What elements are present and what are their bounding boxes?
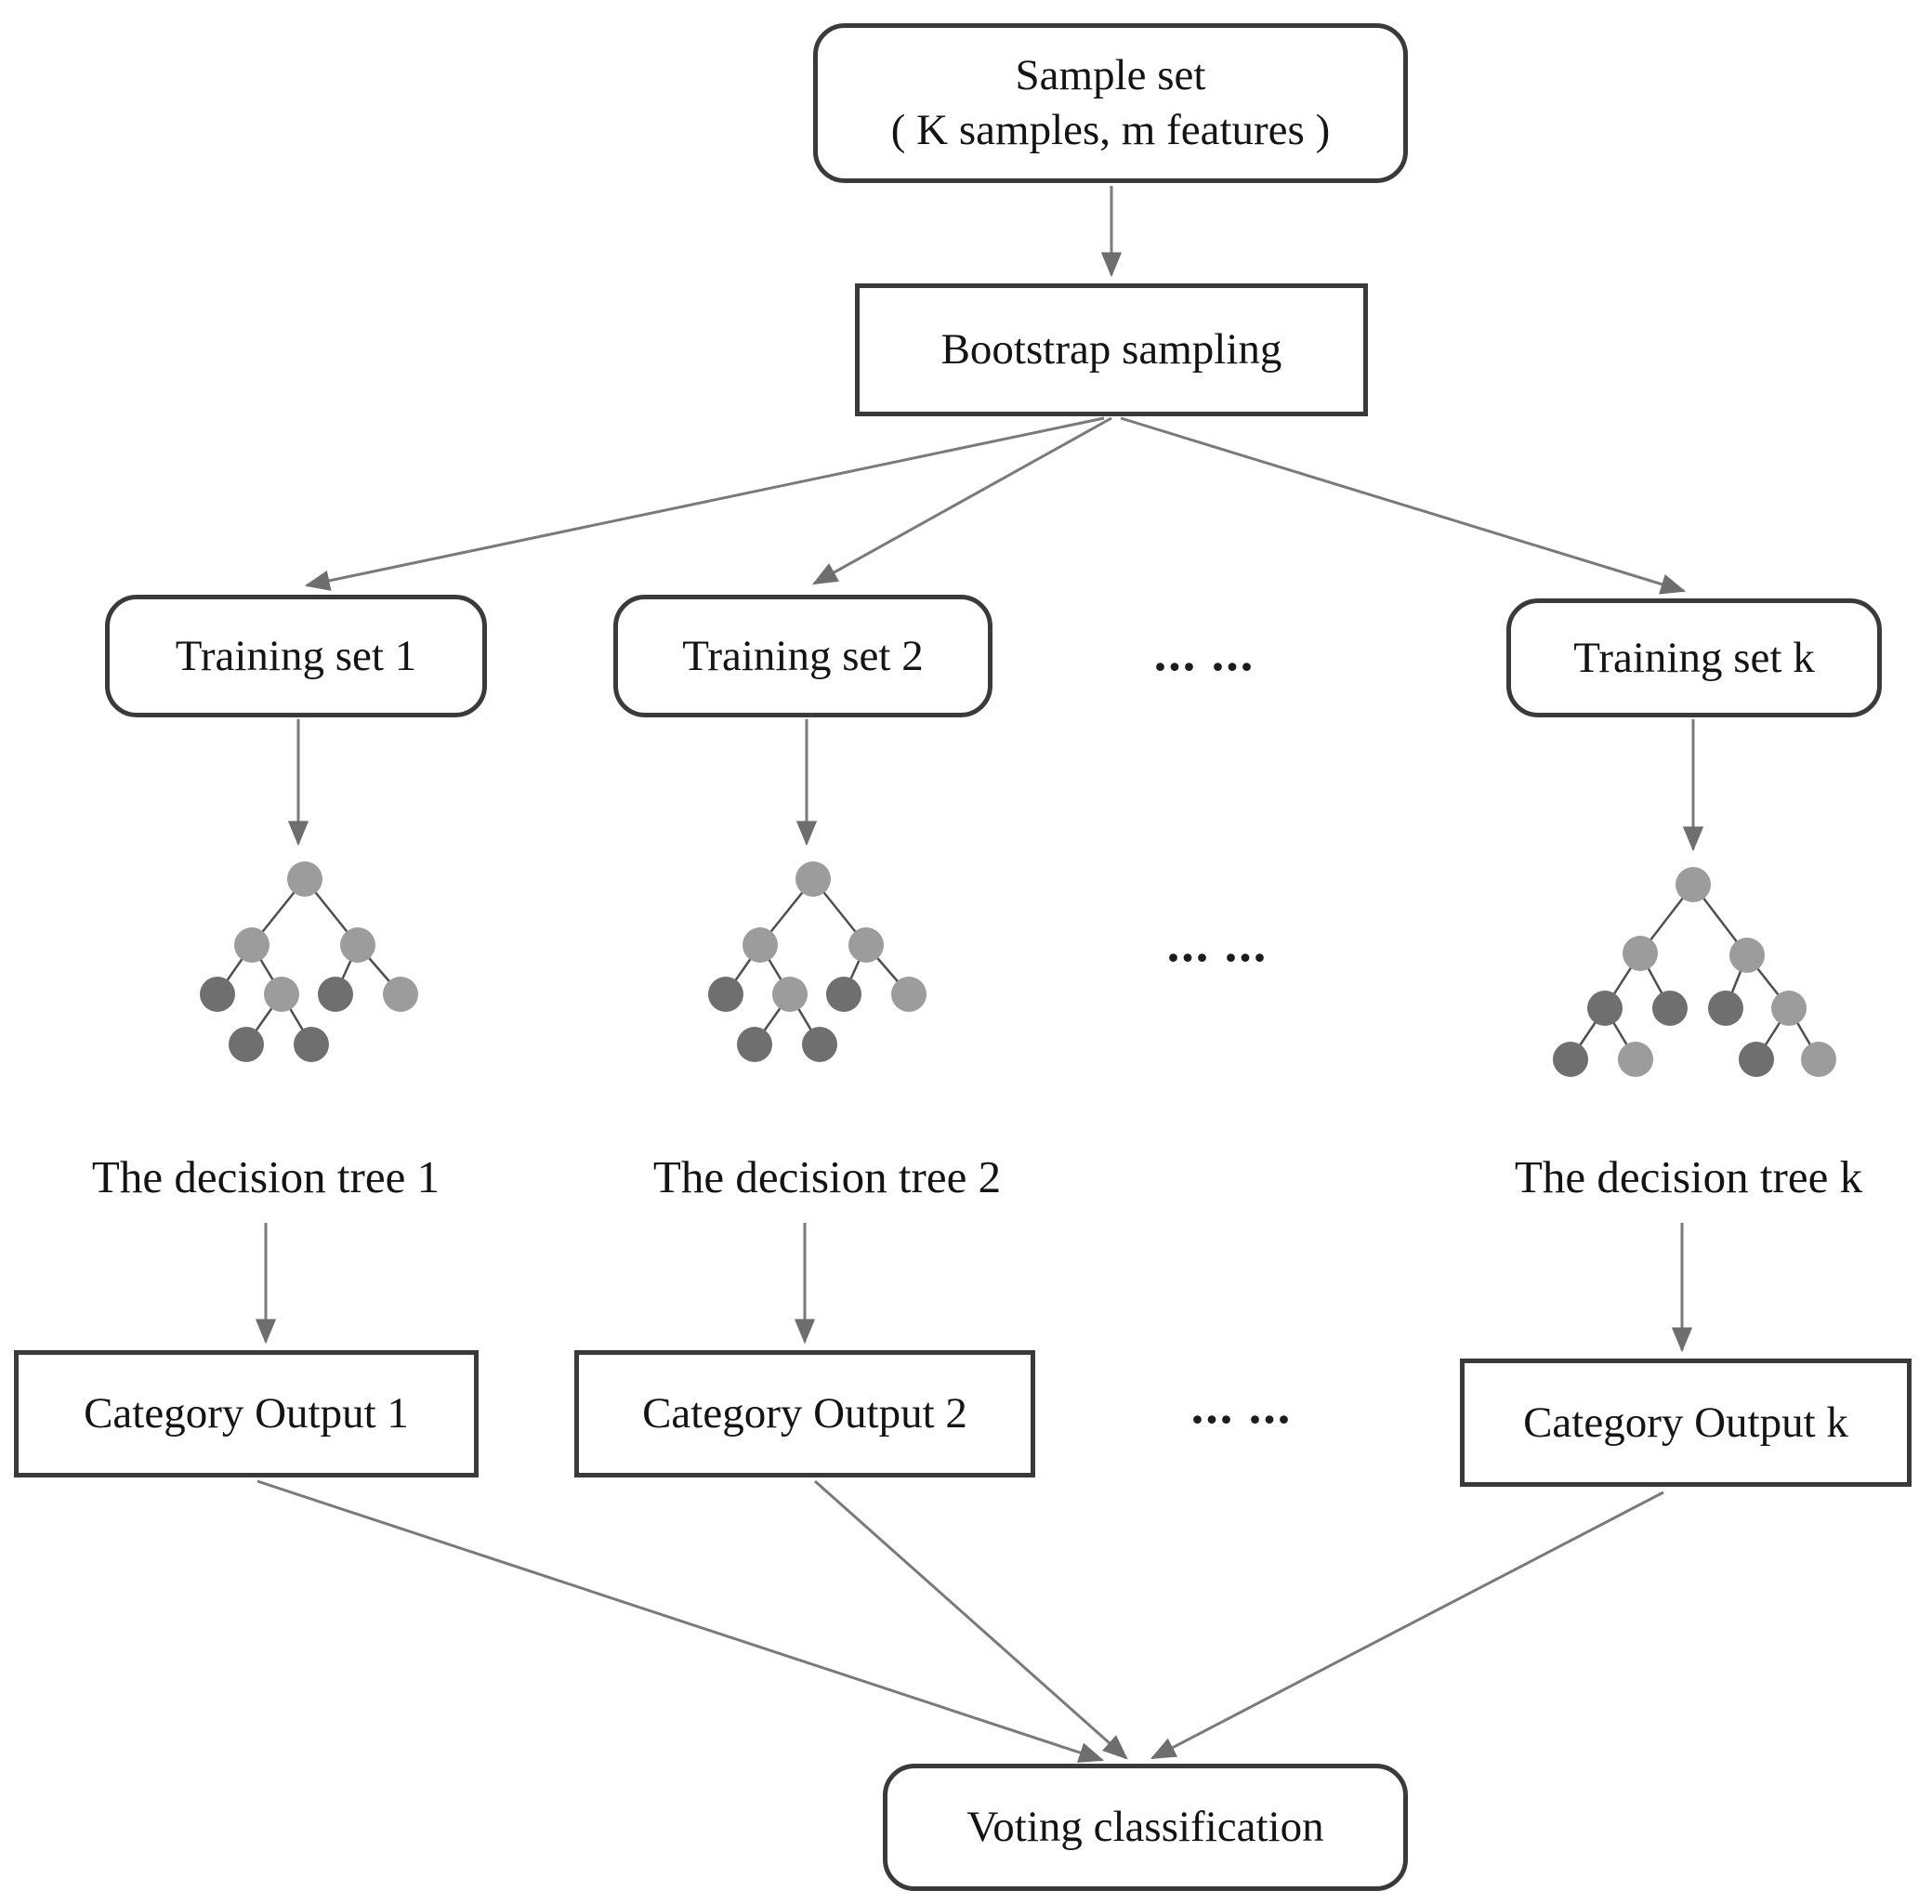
voting-classification-box: Voting classification — [883, 1764, 1408, 1891]
training-set-2-box: Training set 2 — [613, 595, 992, 717]
category-output-2-label: Category Output 2 — [642, 1389, 967, 1438]
sample-set-label-line2: ( K samples, m features ) — [890, 106, 1331, 154]
output-row-ellipsis: ... ... — [1190, 1378, 1293, 1434]
arrow-bootstrap-to-training-2 — [812, 416, 1112, 585]
decision-tree-2-graphic — [708, 861, 927, 1062]
arrow-output-k-to-voting — [1150, 1490, 1664, 1760]
arrow-output-2-to-voting — [814, 1479, 1128, 1760]
training-row-ellipsis: ... ... — [1153, 625, 1255, 681]
decision-tree-2-label: The decision tree 2 — [652, 1151, 1002, 1202]
category-output-1-label: Category Output 1 — [84, 1389, 409, 1438]
decision-tree-k-graphic — [1553, 867, 1836, 1077]
voting-classification-label: Voting classification — [966, 1803, 1324, 1852]
tree-row-ellipsis: ... ... — [1166, 916, 1268, 972]
decision-tree-k-label: The decision tree k — [1514, 1151, 1863, 1202]
training-set-1-label: Training set 1 — [175, 631, 417, 680]
arrow-bootstrap-to-training-1 — [304, 416, 1105, 591]
bootstrap-sampling-label: Bootstrap sampling — [940, 325, 1282, 374]
category-output-2-box: Category Output 2 — [574, 1350, 1035, 1477]
training-set-1-box: Training set 1 — [105, 595, 487, 717]
decision-tree-1-graphic — [200, 861, 418, 1062]
category-output-k-box: Category Output k — [1460, 1359, 1912, 1487]
bootstrap-sampling-box: Bootstrap sampling — [855, 283, 1368, 416]
training-set-k-label: Training set k — [1573, 633, 1815, 682]
arrow-bootstrap-to-training-k — [1120, 416, 1687, 595]
sample-set-box: Sample set ( K samples, m features ) — [813, 23, 1408, 183]
training-set-k-box: Training set k — [1506, 598, 1882, 717]
arrow-output-1-to-voting — [256, 1479, 1105, 1763]
sample-set-label-line1: Sample set — [1015, 51, 1206, 100]
decision-tree-1-label: The decision tree 1 — [91, 1151, 440, 1202]
flow-arrows — [255, 186, 1704, 1763]
category-output-1-box: Category Output 1 — [14, 1350, 479, 1477]
category-output-k-label: Category Output k — [1523, 1398, 1848, 1447]
training-set-2-label: Training set 2 — [682, 631, 924, 680]
